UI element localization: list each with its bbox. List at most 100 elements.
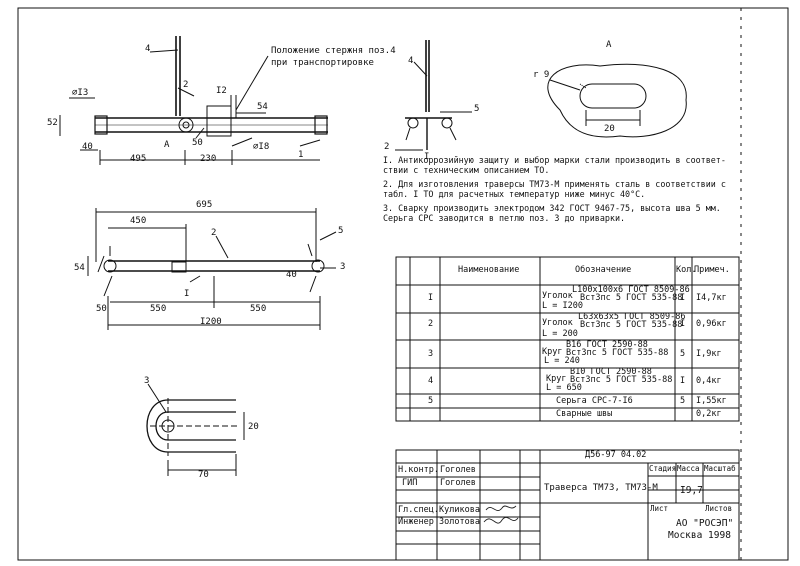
plan-dim-1200: I200 [200,317,222,327]
scale-label: Масштаб [704,464,736,473]
row-name: Серьга СРС-7-I6 [556,396,633,406]
row-qty: I [680,376,686,386]
dim-40: 40 [82,142,93,152]
table-header-name: Наименование [458,265,520,275]
row-pos: 4 [428,376,434,386]
mass-label: Масса [677,464,700,473]
city-year: Москва 1998 [668,530,731,541]
staff-name: Куликова [439,505,480,515]
stage-label: Стадия [649,464,677,473]
view-a-width: 20 [604,124,615,134]
dim-dia18: ⌀I8 [253,142,270,152]
row-note: 0,4кг [696,376,722,386]
row-line2: Вст3пс 5 ГОСТ 535-88 [580,293,683,303]
row-line1: L100х100х6 ГОСТ 8509-86 [572,285,690,295]
side-callout-5: 5 [474,104,480,114]
note-position: Положение стержня поз.4 [271,46,396,56]
row-line2: Вст3пс 5 ГОСТ 535-88 [566,348,669,358]
mass-value: I9,7 [680,485,703,496]
row-len: L = 200 [542,329,578,339]
plan-callout-3: 3 [340,262,346,272]
row-note: 0,2кг [696,409,722,419]
dim-dia13: ⌀I3 [72,88,89,98]
drawing-title: Траверса ТМ73, ТМ73-М [544,483,658,493]
note-line: 3. Сварку производить электродом 342 ГОС… [383,203,721,213]
row-name: Уголок [542,291,573,301]
table-header-designation: Обозначение [575,265,632,275]
dim-12: I2 [216,86,227,96]
row-name: Сварные швы [556,409,613,419]
dim-230: 230 [200,154,217,164]
note-transport: при транспортировке [271,58,374,68]
plan-dim-450: 450 [130,216,147,226]
side-callout-4: 4 [408,56,414,66]
staff-name: Золотова [439,517,480,527]
row-pos: 5 [428,396,434,406]
row-note: I,55кг [696,396,727,406]
staff-name: Гоголев [440,465,476,475]
plan-dim-50: 50 [96,304,107,314]
dim-52: 52 [47,118,58,128]
side-callout-2: 2 [384,142,390,152]
title-block-lines [395,449,740,561]
plan-dim-550-b: 550 [250,304,267,314]
side-callout-1: I [424,152,430,162]
note-line: табл. I ТО для расчетных температур ниже… [383,189,646,199]
row-qty: 5 [680,349,686,359]
row-len: L = I200 [542,301,583,311]
table-header-qty: Кол. [676,265,697,275]
row-pos: 2 [428,319,434,329]
plan-dim-695: 695 [196,200,213,210]
loop-callout-3: 3 [144,376,150,386]
plan-dim-54: 54 [74,263,85,273]
note-line: ствии с техническим описанием ТО. [383,165,550,175]
note-line: Серьга СРС заводится в петлю поз. 3 до п… [383,213,626,223]
row-name: Уголок [542,318,573,328]
loop-view [146,383,245,476]
row-qty: I [680,319,686,329]
section-a-label: А [164,140,170,150]
org-name: АО "РОСЭП" [676,518,734,529]
staff-role: Инженер [398,517,434,527]
row-qty: 5 [680,396,686,406]
view-a [547,63,687,138]
note-line: 2. Для изготовления траверсы ТМ73-М прим… [383,179,726,189]
row-pos: I [428,293,434,303]
staff-role: Н.контр. [398,465,439,475]
row-len: L = 240 [544,356,580,366]
doc-code: Д56-97 04.02 [585,450,647,460]
plan-view [87,208,337,330]
callout-1: 1 [298,150,304,160]
loop-dim-70: 70 [198,470,209,480]
table-header-note: Примеч. [694,265,730,275]
staff-name: Гоголев [440,478,476,488]
top-view [59,36,328,165]
row-line1: В16 ГОСТ 2590-88 [566,340,648,350]
row-line1: L63х63х5 ГОСТ 8509-86 [578,312,686,322]
view-a-radius: r 9 [533,70,550,80]
row-line2: Вст3пс 5 ГОСТ 535-88 [570,375,673,385]
row-pos: 3 [428,349,434,359]
row-line2: Вст3пс 5 ГОСТ 535-88 [580,320,683,330]
callout-4: 4 [145,44,151,54]
sheet-label: Лист [650,504,669,513]
row-len: L = 650 [546,383,582,393]
row-name: Круг [542,347,563,357]
staff-role: Гл.спец. [398,505,439,515]
loop-dim-20: 20 [248,422,259,432]
dim-50: 50 [192,138,203,148]
note-line: I. Антикоррозийную защиту и выбор марки … [383,155,726,165]
plan-callout-2: 2 [211,228,217,238]
row-note: 0,96кг [696,319,727,329]
row-line1: В10 ГОСТ 2590-88 [570,367,652,377]
dim-54: 54 [257,102,268,112]
plan-dim-40: 40 [286,270,297,280]
staff-role: ГИП [402,478,418,488]
row-qty: I [680,293,686,303]
spec-table-lines [395,256,740,422]
dim-495: 495 [130,154,147,164]
row-note: I,9кг [696,349,722,359]
view-a-title: А [606,40,612,50]
